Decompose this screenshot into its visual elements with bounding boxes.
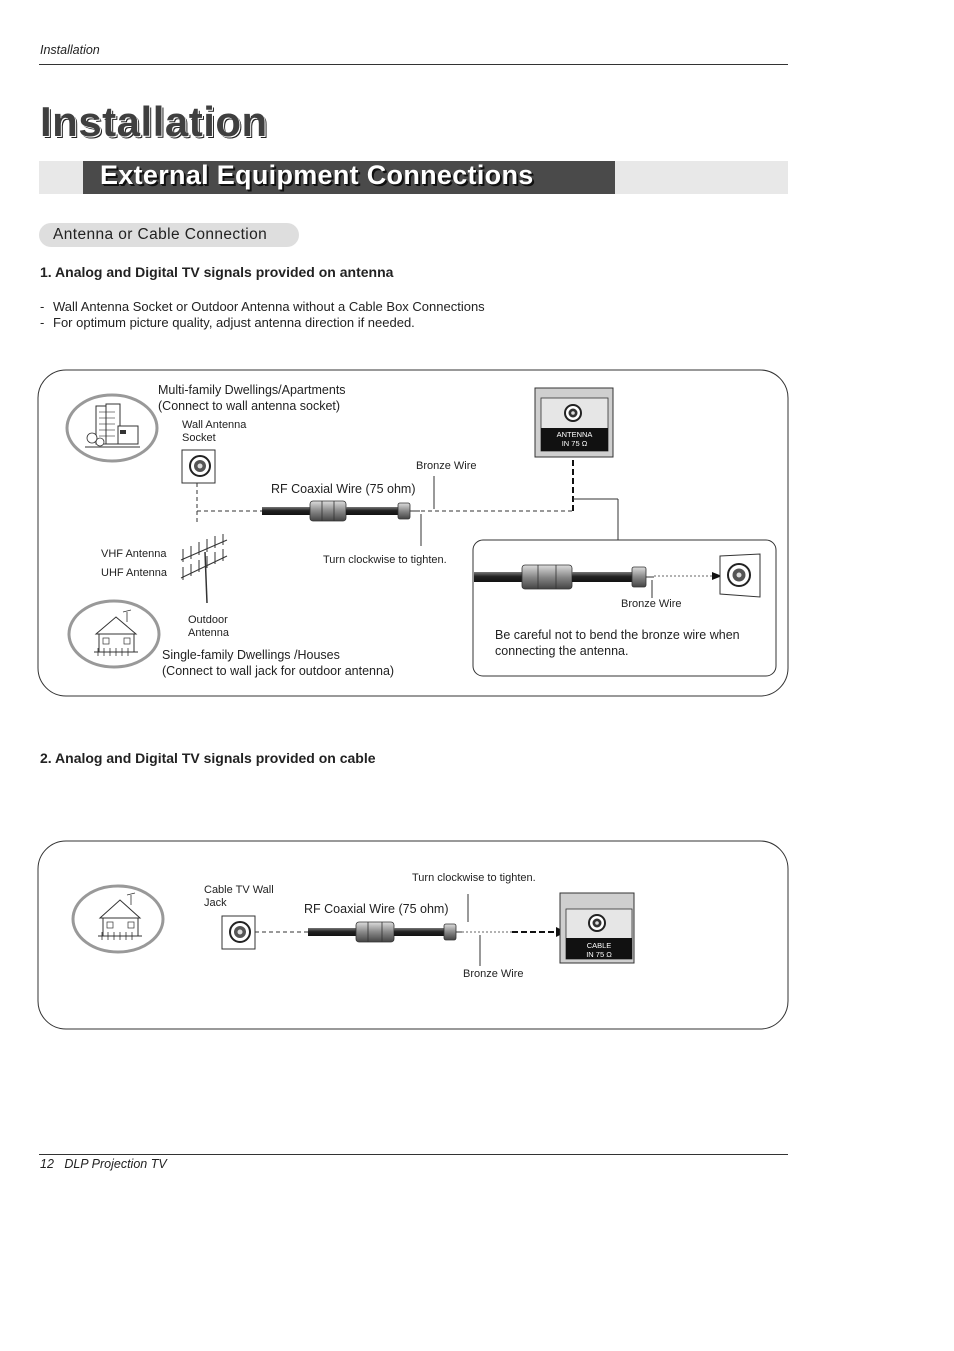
antenna-in-jack-label: ANTENNA IN 75 Ω	[556, 430, 593, 448]
product-name: DLP Projection TV	[64, 1157, 167, 1171]
outdoor-antenna-icon	[180, 534, 228, 604]
turn-clockwise-label: Turn clockwise to tighten.	[323, 554, 447, 566]
inset-note: Be careful not to bend the bronze wire w…	[495, 628, 740, 658]
page-title: Installation	[40, 98, 268, 145]
tv-antenna-jack-panel	[534, 387, 614, 458]
bullet-item: -Wall Antenna Socket or Outdoor Antenna …	[40, 299, 485, 314]
house-icon	[71, 884, 165, 954]
rf-wire-label: RF Coaxial Wire (75 ohm)	[271, 482, 416, 496]
apartment-building-icon	[65, 393, 159, 463]
diagram2-frame	[37, 840, 789, 1030]
multi-family-label: Multi-family Dwellings/Apartments (Conne…	[158, 383, 346, 413]
section2-heading: 2. Analog and Digital TV signals provide…	[40, 750, 376, 766]
cable-wall-jack-label: Cable TV Wall Jack	[204, 884, 274, 909]
page-number: 12	[40, 1157, 54, 1171]
diagram1-frame	[37, 369, 789, 697]
footer-rule	[39, 1154, 788, 1155]
page-footer: 12 DLP Projection TV	[40, 1157, 167, 1171]
inset-cable	[474, 564, 654, 590]
inset-jack-icon	[719, 553, 761, 598]
running-header: Installation	[40, 43, 100, 57]
section1-heading: 1. Analog and Digital TV signals provide…	[40, 264, 394, 280]
cable-in-jack-label: CABLE IN 75 Ω	[586, 941, 612, 959]
banner-title: External Equipment Connections	[100, 160, 534, 190]
inset-bronze-wire-label: Bronze Wire	[621, 598, 682, 610]
bullet-item: -For optimum picture quality, adjust ant…	[40, 314, 415, 330]
wall-antenna-socket-icon	[181, 449, 216, 484]
rf-wire-label: RF Coaxial Wire (75 ohm)	[304, 902, 449, 916]
bullet-list: -Wall Antenna Socket or Outdoor Antenna …	[40, 299, 485, 330]
rf-coaxial-cable	[262, 500, 420, 522]
header-rule	[39, 64, 788, 65]
single-family-label: Single-family Dwellings /Houses (Connect…	[162, 648, 395, 678]
inset-frame	[472, 539, 777, 677]
banner-dark-block	[83, 161, 615, 194]
rf-coaxial-cable	[308, 921, 462, 943]
outdoor-antenna-label: Outdoor Antenna	[188, 614, 229, 639]
turn-clockwise-label: Turn clockwise to tighten.	[412, 872, 536, 884]
vhf-antenna-label: VHF Antenna	[101, 548, 167, 560]
cable-wall-jack-icon	[221, 915, 256, 950]
section-pill: Antenna or Cable Connection	[39, 223, 299, 247]
uhf-antenna-label: UHF Antenna	[101, 567, 168, 579]
wall-socket-label: Wall Antenna Socket	[182, 419, 247, 444]
tv-cable-jack-panel	[559, 892, 635, 964]
bronze-wire-label: Bronze Wire	[463, 968, 524, 980]
house-icon	[67, 599, 161, 669]
bronze-wire-label: Bronze Wire	[416, 460, 477, 472]
